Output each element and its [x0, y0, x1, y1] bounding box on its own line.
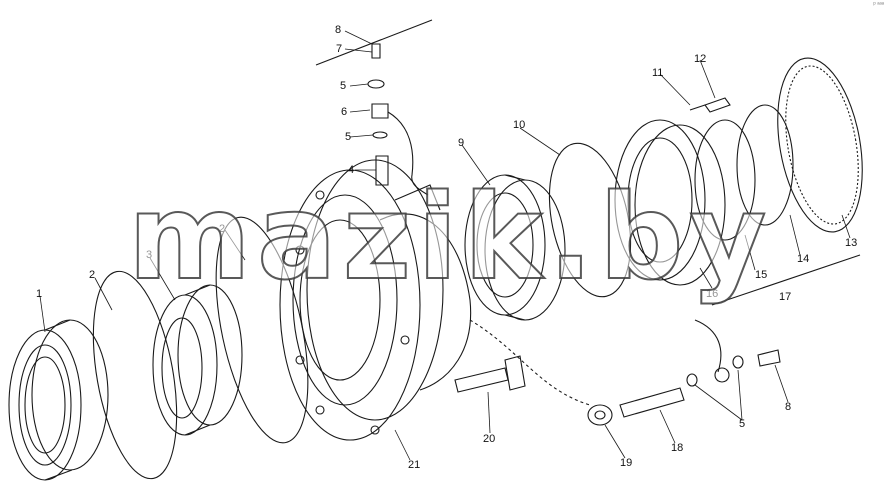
callout-5-right: 5	[739, 418, 745, 430]
callout-12: 12	[694, 53, 706, 65]
corner-mark: ᵖ ᵃᵃᵃ	[873, 2, 884, 8]
callout-4: 4	[348, 164, 354, 176]
callout-16: 16	[706, 288, 718, 300]
callout-2-left: 2	[89, 269, 95, 281]
callout-15: 15	[755, 269, 767, 281]
guide-line	[469, 319, 591, 406]
callout-5-mid: 5	[345, 131, 351, 143]
callout-20: 20	[483, 433, 495, 445]
part-9-seal	[464, 174, 566, 321]
part-12-bolt	[689, 97, 731, 113]
part-16-drum	[614, 119, 726, 286]
callout-19: 19	[620, 457, 632, 469]
callout-1: 1	[36, 288, 42, 300]
part-2-oring-left	[92, 270, 178, 480]
right-breather	[686, 319, 781, 387]
part-13-toothed-ring	[777, 57, 863, 233]
part-20-stud	[454, 355, 526, 393]
callout-13: 13	[845, 237, 857, 249]
callout-6: 6	[341, 106, 347, 118]
part-14-snap-ring	[736, 104, 794, 226]
watermark-logo: mazik.by	[127, 168, 773, 306]
callout-7: 7	[336, 43, 342, 55]
callout-14: 14	[797, 253, 809, 265]
callout-21: 21	[408, 459, 420, 471]
callout-9: 9	[458, 137, 464, 149]
part-18-bolt	[619, 387, 685, 418]
part-21-hub	[279, 159, 472, 441]
part-10-gasket	[548, 142, 632, 298]
callout-11: 11	[652, 67, 663, 79]
part-15-ring	[694, 119, 756, 241]
part-3-retainer	[152, 284, 243, 436]
callout-8-top: 8	[335, 24, 341, 36]
part-19-nut	[587, 404, 613, 426]
callout-18: 18	[671, 442, 683, 454]
bracket-17	[711, 254, 861, 306]
callout-17: 17	[779, 291, 791, 303]
callout-3: 3	[146, 249, 152, 261]
callout-2-right: 2	[219, 223, 225, 235]
callout-10: 10	[513, 119, 525, 131]
callout-8-right: 8	[785, 401, 791, 413]
callout-labels: 1 2 3 2 8 7 5 6 5 4 9 10 11 12 13 14 15 …	[36, 24, 857, 471]
callout-5-top: 5	[340, 80, 346, 92]
